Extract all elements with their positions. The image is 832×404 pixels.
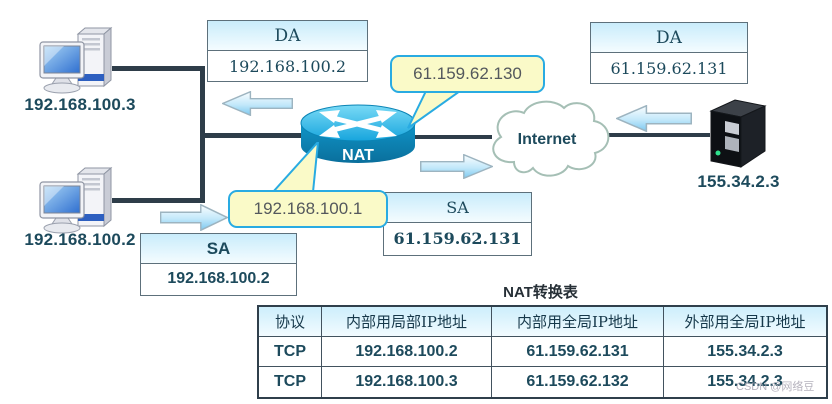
sa-box-left: SA 192.168.100.2 (140, 233, 297, 296)
arrow-left-icon-2 (616, 105, 692, 132)
lan-line-pc-bottom (112, 198, 205, 203)
da-right-value: 61.159.62.131 (610, 58, 728, 78)
table-cell: 61.159.62.131 (492, 337, 664, 367)
table-cell: 61.159.62.132 (492, 367, 664, 397)
callout-router-lan-ip: 192.168.100.1 (228, 190, 388, 228)
th-inside-global: 内部用全局IP地址 (492, 307, 664, 337)
server-icon (699, 95, 777, 173)
pc-top-label: 192.168.100.3 (24, 95, 136, 114)
arrow-right-icon-2 (420, 154, 493, 179)
arrow-left-icon (222, 91, 293, 116)
lan-line-router (205, 133, 303, 138)
lan-line-pc-top (112, 66, 205, 71)
nat-table-title: NAT转换表 (503, 284, 578, 301)
sa-box-mid: SA 61.159.62.131 (383, 192, 532, 256)
internet-cloud-icon: Internet (478, 96, 616, 182)
da-left-value: 192.168.100.2 (228, 56, 347, 76)
callout-tail-lan (260, 142, 330, 192)
server-label: 155.34.2.3 (697, 172, 780, 191)
internet-label: Internet (518, 131, 577, 148)
router-label: NAT (342, 147, 374, 164)
table-cell: 155.34.2.3 (664, 337, 826, 367)
da-box-right: DA 61.159.62.131 (590, 22, 748, 84)
table-cell: TCP (259, 367, 322, 397)
pc-bottom-label: 192.168.100.2 (24, 230, 136, 249)
sa-left-header: SA (206, 238, 231, 258)
da-right-header: DA (656, 27, 682, 48)
callout-tail-wan (396, 91, 476, 129)
da-left-header: DA (274, 25, 301, 46)
sa-mid-header: SA (446, 198, 469, 217)
sa-mid-value: 61.159.62.131 (393, 228, 522, 248)
computer-icon-top (38, 26, 126, 98)
sa-left-value: 192.168.100.2 (167, 270, 270, 287)
computer-icon-bottom (38, 166, 126, 238)
wan-line-router-cloud (412, 135, 492, 139)
table-cell: TCP (259, 337, 322, 367)
table-cell: 192.168.100.2 (322, 337, 492, 367)
th-outside-global: 外部用全局IP地址 (664, 307, 826, 337)
table-cell: 155.34.2.3 (707, 373, 783, 390)
da-box-left: DA 192.168.100.2 (207, 20, 368, 82)
th-protocol: 协议 (259, 307, 322, 337)
table-cell: 192.168.100.3 (322, 367, 492, 397)
router-icon: NAT (297, 103, 419, 165)
arrow-right-icon (160, 204, 228, 231)
watermark: CSDN @网络豆 (736, 381, 815, 393)
nat-table: 协议 内部用局部IP地址 内部用全局IP地址 外部用全局IP地址 TCP 192… (257, 305, 828, 399)
lan-vertical-line (200, 66, 205, 203)
th-inside-local: 内部用局部IP地址 (322, 307, 492, 337)
wan-line-cloud-server (600, 133, 710, 137)
callout-router-wan-ip: 61.159.62.130 (390, 55, 545, 93)
